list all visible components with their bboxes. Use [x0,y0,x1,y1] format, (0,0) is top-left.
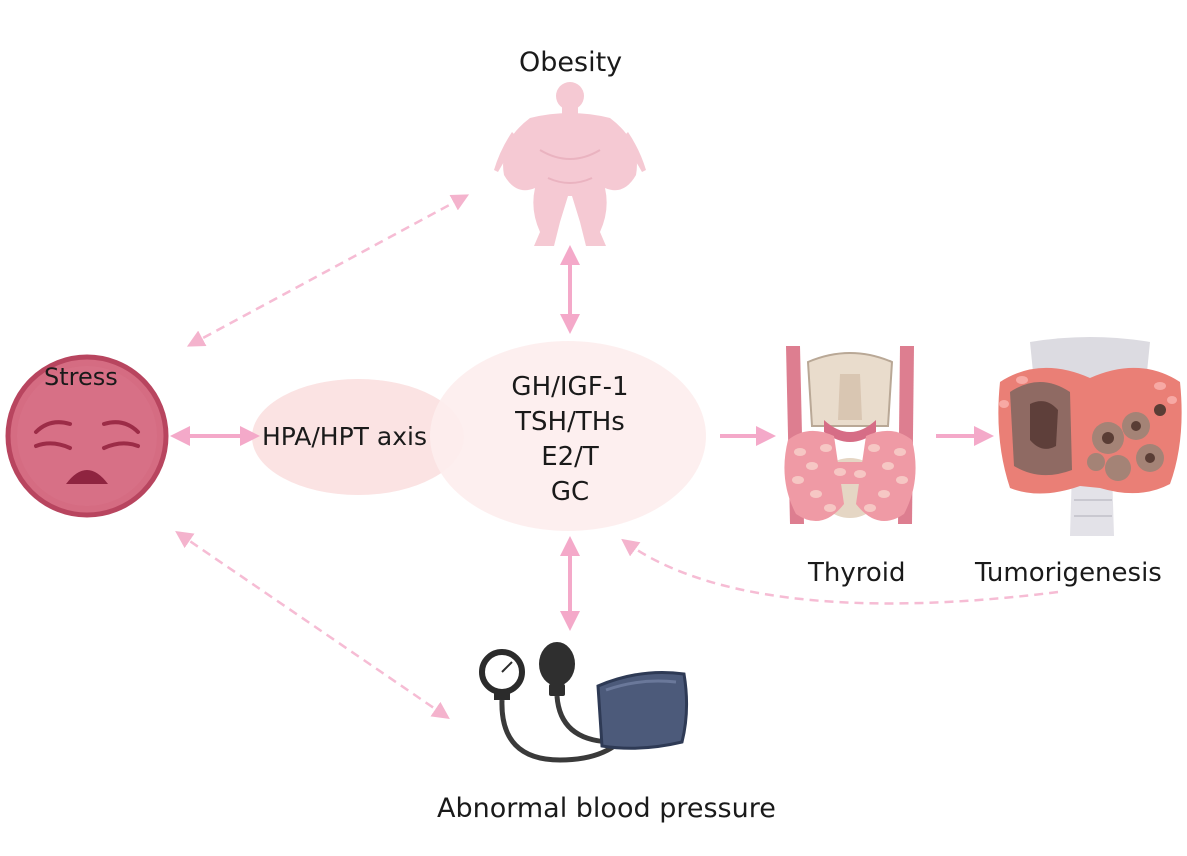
hpa-hpt-ellipse [252,379,464,495]
arrow-stress-blood-pressure [175,531,450,719]
hormone-tsh-ths: TSH/THs [515,407,625,437]
hormones-list: GH/IGF-1 TSH/THs E2/T GC [455,370,685,510]
hormone-gh-igf1: GH/IGF-1 [511,372,629,402]
thyroid-tumor-icon [998,337,1182,536]
thyroid-label: Thyroid [808,558,906,588]
arrow-stress-obesity [186,194,470,347]
stressed-face-icon [5,354,169,518]
blood-pressure-label: Abnormal blood pressure [437,793,776,824]
arrow-tumorigenesis-hormones [621,538,1059,605]
thyroid-gland-icon [784,346,916,524]
hormones-ellipse [430,341,706,531]
hpa-hpt-axis-label: HPA/HPT axis [262,422,427,451]
obese-body-icon [494,82,646,246]
obesity-label: Obesity [519,47,623,78]
tumorigenesis-label: Tumorigenesis [975,558,1162,588]
arrows [170,194,1059,719]
sphygmomanometer-icon [479,642,689,763]
stress-label: Stress [44,363,118,391]
hormone-e2-t: E2/T [541,442,599,472]
hormone-gc: GC [550,477,590,507]
